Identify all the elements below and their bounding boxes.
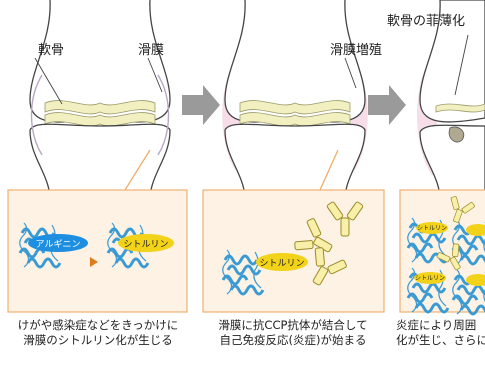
caption-1-line-2: 滑膜のシトルリン化が生じる — [8, 333, 188, 348]
caption-1-line-1: けがや感染症などをきっかけに — [8, 318, 188, 333]
caption-1: けがや感染症などをきっかけに 滑膜のシトルリン化が生じる — [8, 318, 188, 348]
citrulline-label-2: シトルリン — [259, 259, 304, 269]
detail-box-3: シトルリン シトルリン — [400, 190, 485, 314]
citrulline-label-3a: シトルリン — [417, 225, 447, 232]
box-1-frame — [8, 190, 187, 312]
joint-normal: 軟骨 滑膜 — [30, 0, 170, 205]
lower-cartilage-2 — [240, 113, 350, 126]
arrow-1 — [182, 85, 220, 125]
caption-3-line-2: 化が生じ、さらに — [396, 333, 485, 348]
label-synovial-hyperplasia: 滑膜増殖 — [330, 42, 382, 58]
caption-2: 滑膜に抗CCP抗体が結合して 自己免疫反応(炎症)が始まる — [200, 318, 386, 348]
detail-box-1: アルギニン シトルリン — [8, 190, 187, 312]
detail-box-2: シトルリン — [203, 190, 384, 312]
joint-inflamed: 滑膜増殖 — [222, 0, 382, 205]
lower-cartilage — [45, 113, 155, 126]
caption-2-line-2: 自己免疫反応(炎症)が始まる — [200, 333, 386, 348]
caption-3: 炎症により周囲 化が生じ、さらに — [396, 318, 485, 348]
caption-2-line-1: 滑膜に抗CCP抗体が結合して — [200, 318, 386, 333]
caption-3-line-1: 炎症により周囲 — [396, 318, 485, 333]
citrulline-label: シトルリン — [123, 240, 168, 250]
label-cartilage-thinning: 軟骨の菲薄化 — [387, 13, 465, 29]
label-synovium: 滑膜 — [138, 43, 164, 58]
arginine-label: アルギニン — [36, 239, 81, 250]
label-cartilage: 軟骨 — [38, 42, 64, 58]
citrulline-label-3c: シトルリン — [415, 275, 445, 282]
arrow-2 — [368, 85, 406, 125]
